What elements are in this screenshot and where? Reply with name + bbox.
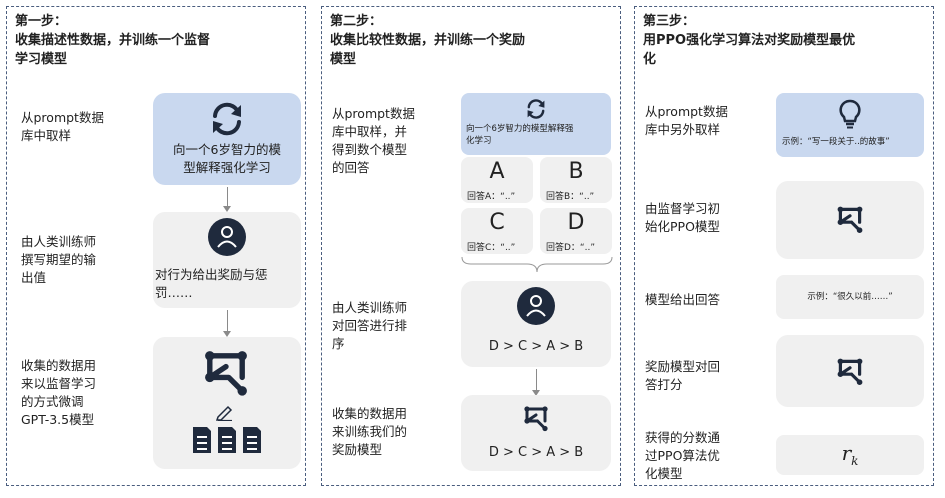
refresh-icon bbox=[213, 102, 241, 136]
step3-policy-card bbox=[776, 181, 924, 259]
answer-letter-c: C bbox=[489, 210, 505, 235]
answer-card-c: C 回答C：“..” bbox=[461, 208, 533, 254]
step2-ranking: D > C > A > B bbox=[488, 339, 584, 354]
answer-letter-a: A bbox=[489, 159, 505, 184]
step3-score-card: rk bbox=[776, 435, 924, 475]
answer-text-d: 回答D：“..” bbox=[546, 243, 595, 253]
step2-panel: 第二步： 收集比较性数据，并训练一个奖励 模型 从prompt数据 库中取样，并… bbox=[321, 6, 621, 486]
step1-model-card bbox=[153, 337, 301, 469]
person-icon bbox=[517, 287, 555, 325]
step3-label-sample: 从prompt数据 库中另外取样 bbox=[645, 104, 728, 137]
person-icon bbox=[208, 218, 246, 256]
step3-output-card: 示例：“很久以前……” bbox=[776, 275, 924, 319]
step2-prompt-text: 向一个6岁智力的模型解释强 化学习 bbox=[466, 124, 574, 146]
step1-label-labeler: 由人类训练师 撰写期望的输 出值 bbox=[21, 234, 97, 285]
answer-card-d: D 回答D：“..” bbox=[540, 208, 612, 254]
step1-prompt-card: 向一个6岁智力的模 型解释强化学习 bbox=[153, 93, 301, 185]
step1-title: 第一步： 收集描述性数据，并训练一个监督 学习模型 bbox=[15, 14, 211, 67]
step3-label-update: 获得的分数通 过PPO算法优 化模型 bbox=[645, 430, 721, 481]
step1-panel: 第一步： 收集描述性数据，并训练一个监督 学习模型 从prompt数据 库中取样… bbox=[6, 6, 306, 486]
brace-connector bbox=[461, 256, 613, 273]
step2-ranking-2: D > C > A > B bbox=[488, 445, 584, 460]
answer-text-a: 回答A：“..” bbox=[467, 192, 516, 202]
step3-example-1: 示例：“写一段关于..的故事” bbox=[782, 137, 890, 147]
step3-reward-card bbox=[776, 335, 924, 407]
pencil-icon bbox=[215, 405, 233, 421]
answer-card-b: B 回答B：“..” bbox=[540, 157, 612, 203]
step3-label-output: 模型给出回答 bbox=[645, 292, 721, 307]
step1-labeler-card: 对行为给出奖励与惩 罚…… bbox=[153, 212, 301, 308]
step1-label-sample: 从prompt数据 库中取样 bbox=[21, 110, 104, 143]
step3-example-2: 示例：“很久以前……” bbox=[807, 292, 893, 302]
refresh-icon bbox=[527, 99, 545, 119]
step2-ranker-card: D > C > A > B bbox=[461, 281, 611, 367]
model-network-icon bbox=[837, 358, 863, 385]
step2-label-sample: 从prompt数据 库中取样，并 得到数个模型 的回答 bbox=[332, 106, 415, 175]
step1-arrow-1 bbox=[223, 187, 231, 212]
step1-prompt-text: 向一个6岁智力的模 型解释强化学习 bbox=[173, 142, 281, 175]
step2-arrow bbox=[532, 369, 540, 396]
step2-label-rank: 由人类训练师 对回答进行排 序 bbox=[332, 300, 408, 351]
step1-labeler-output: 对行为给出奖励与惩 罚…… bbox=[155, 267, 268, 300]
step3-label-init: 由监督学习初 始化PPO模型 bbox=[645, 201, 721, 234]
reward-symbol: rk bbox=[776, 441, 924, 468]
step2-label-train: 收集的数据用 来训练我们的 奖励模型 bbox=[332, 406, 408, 457]
step2-title: 第二步： 收集比较性数据，并训练一个奖励 模型 bbox=[330, 14, 526, 67]
answer-text-c: 回答C：“..” bbox=[467, 243, 516, 253]
answer-text-b: 回答B：“..” bbox=[546, 192, 595, 202]
model-network-icon bbox=[524, 406, 548, 432]
model-network-icon bbox=[205, 351, 247, 396]
step1-arrow-2 bbox=[223, 310, 231, 337]
lightbulb-icon bbox=[839, 99, 861, 129]
step1-label-finetune: 收集的数据用 来以监督学习 的方式微调 GPT-3.5模型 bbox=[21, 358, 97, 427]
answer-card-a: A 回答A：“..” bbox=[461, 157, 533, 203]
reward-symbol-k: k bbox=[851, 454, 859, 468]
step3-title: 第三步： 用PPO强化学习算法对奖励模型最优 化 bbox=[643, 14, 856, 67]
answer-letter-d: D bbox=[567, 210, 585, 235]
reward-symbol-r: r bbox=[841, 441, 852, 465]
step2-prompt-card: 向一个6岁智力的模型解释强 化学习 bbox=[461, 93, 611, 155]
step2-reward-card: D > C > A > B bbox=[461, 395, 611, 471]
step3-label-reward: 奖励模型对回 答打分 bbox=[645, 359, 721, 392]
model-network-icon bbox=[837, 206, 863, 233]
step3-prompt-card: 示例：“写一段关于..的故事” bbox=[776, 93, 924, 157]
step3-panel: 第三步： 用PPO强化学习算法对奖励模型最优 化 从prompt数据 库中另外取… bbox=[634, 6, 934, 486]
answer-letter-b: B bbox=[568, 159, 584, 184]
documents-icon bbox=[193, 427, 261, 453]
